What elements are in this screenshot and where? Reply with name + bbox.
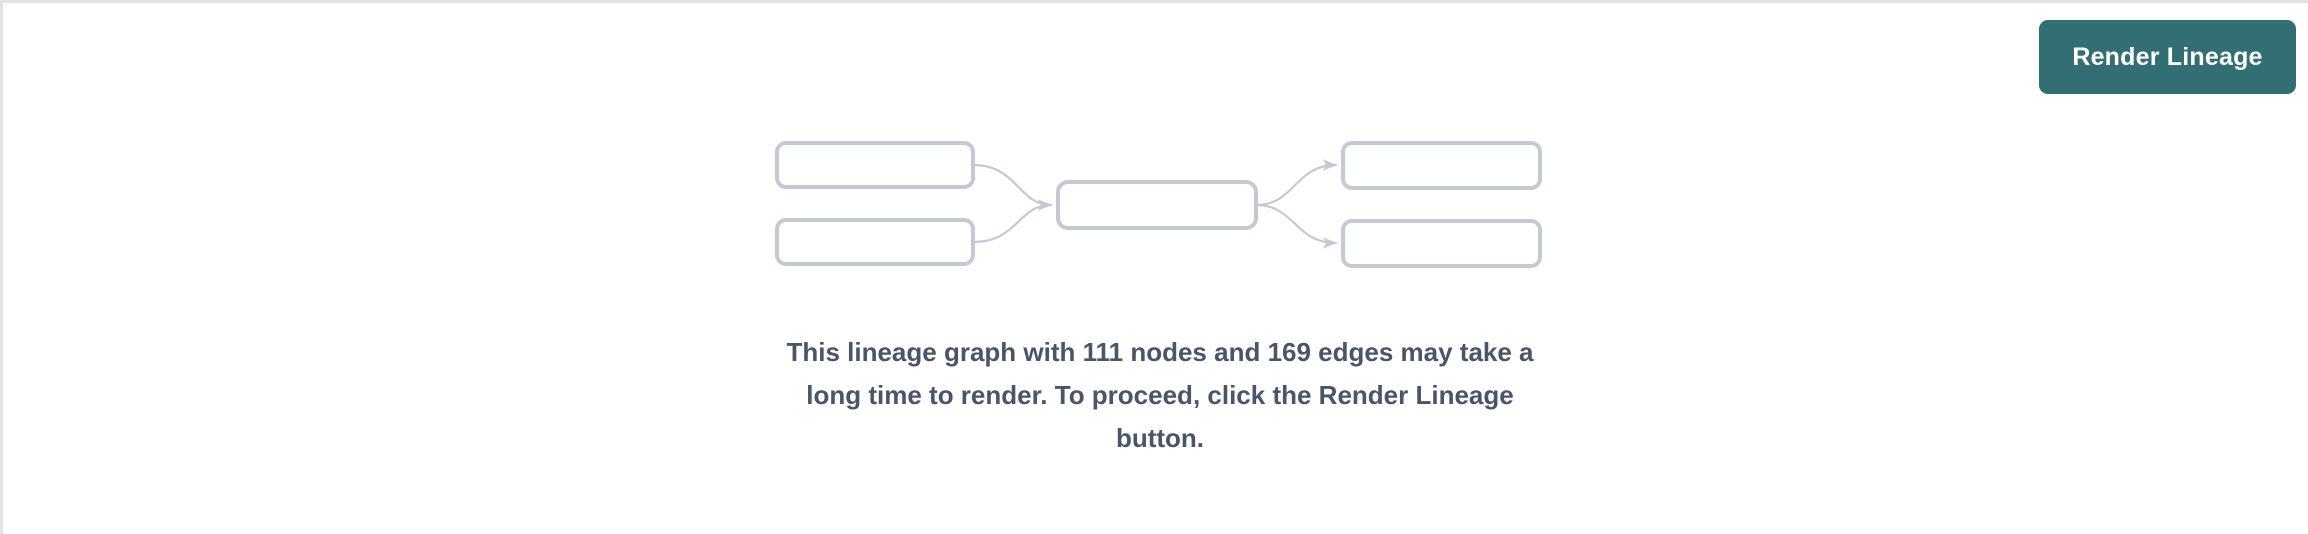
lineage-edge-center-target1 xyxy=(1254,159,1338,207)
lineage-node-target-1 xyxy=(1341,141,1542,190)
lineage-node-source-1 xyxy=(775,141,975,189)
lineage-edge-source2-center xyxy=(971,199,1053,244)
lineage-edge-source1-center xyxy=(971,163,1053,211)
render-lineage-button[interactable]: Render Lineage xyxy=(2039,20,2296,94)
lineage-placeholder-diagram xyxy=(775,141,1542,268)
lineage-node-target-2 xyxy=(1341,219,1542,268)
lineage-node-source-2 xyxy=(775,218,975,266)
lineage-warning-text: This lineage graph with 111 nodes and 16… xyxy=(786,337,1534,453)
lineage-node-center-1 xyxy=(1056,180,1258,230)
lineage-edge-center-target2 xyxy=(1254,203,1338,249)
